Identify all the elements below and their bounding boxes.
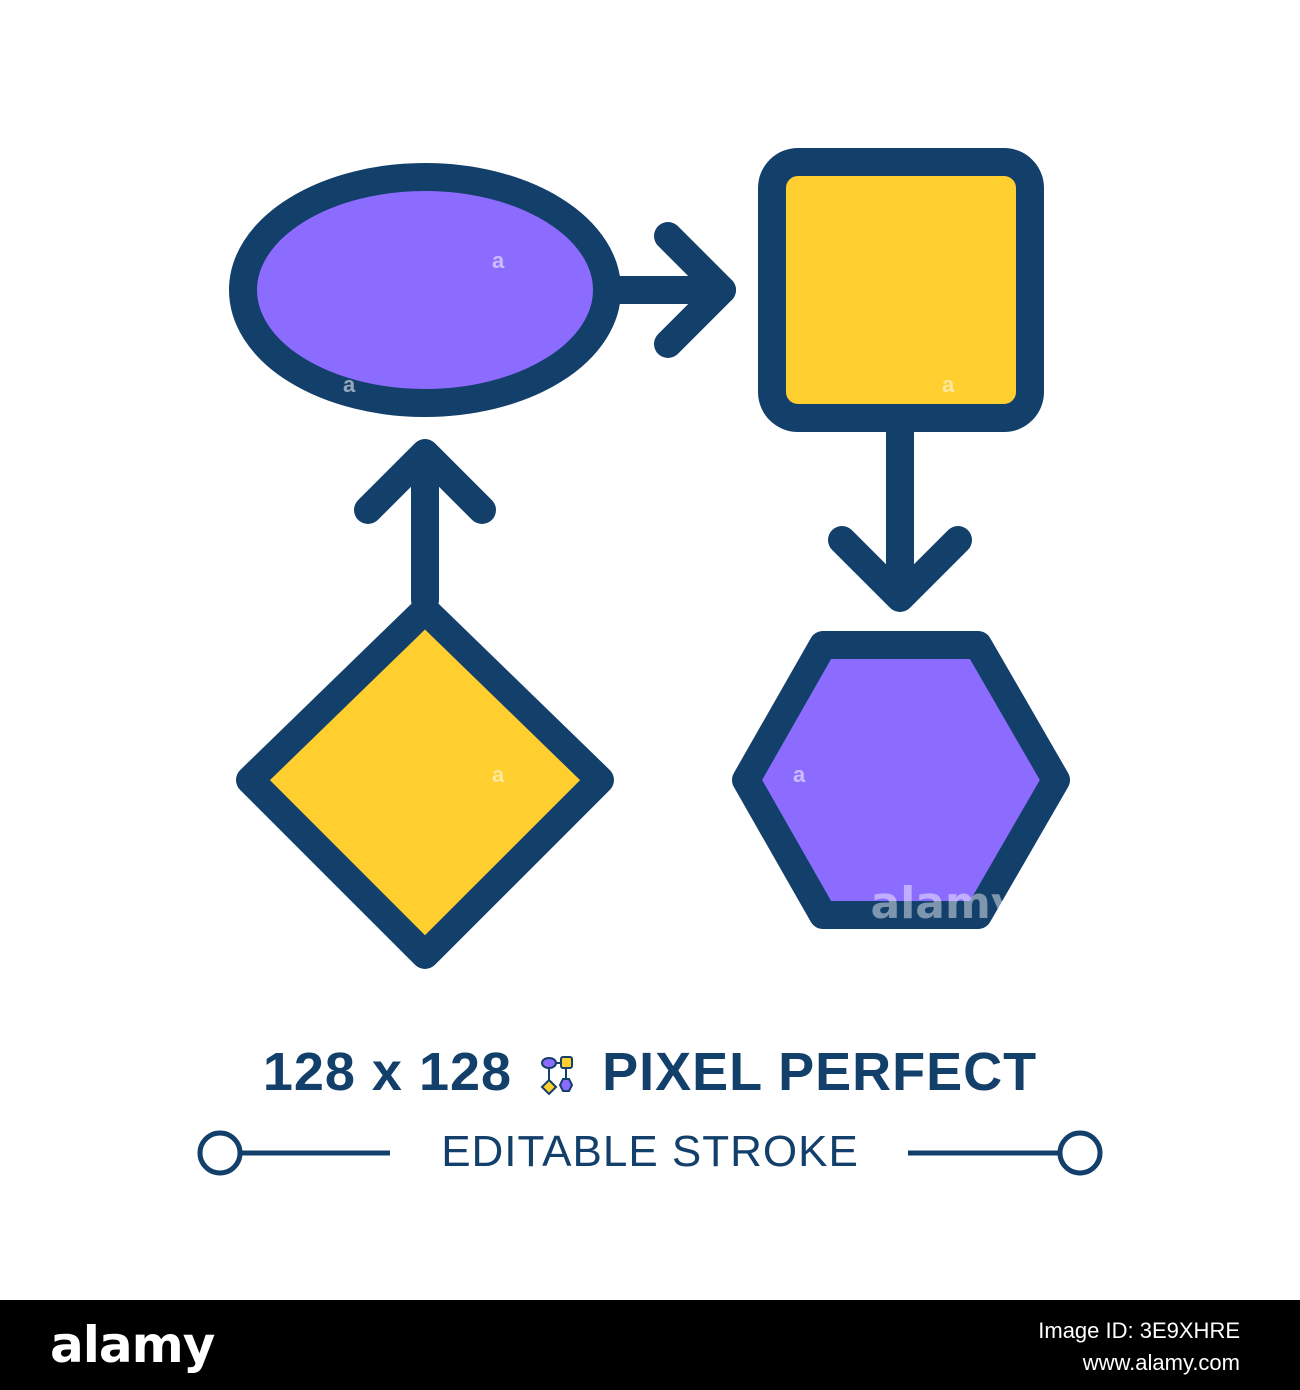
- arrow-up: [354, 439, 496, 614]
- editable-stroke-label: EDITABLE STROKE: [441, 1127, 859, 1176]
- brand-logo: alamy: [50, 1316, 215, 1374]
- svg-text:a: a: [492, 762, 505, 787]
- flowchart-diagram: a a a a a alamy: [229, 148, 1070, 969]
- stroke-line-right: [908, 1130, 1103, 1176]
- svg-text:a: a: [343, 372, 356, 397]
- editable-stroke-row: EDITABLE STROKE: [0, 1120, 1300, 1184]
- watermark-marks: a a a a a: [343, 248, 955, 787]
- flowchart-mini-icon: [540, 1055, 574, 1096]
- hexagon-shape: [732, 631, 1070, 929]
- arrow-right: [596, 222, 736, 358]
- svg-text:a: a: [942, 372, 955, 397]
- watermark-logo: alamy: [871, 878, 1020, 929]
- caption-title: 128 x 128 PIXEL PERFECT: [0, 1040, 1300, 1104]
- pixel-perfect-text: PIXEL PERFECT: [602, 1042, 1038, 1102]
- ellipse-shape: [229, 163, 621, 417]
- site-url: www.alamy.com: [1082, 1350, 1240, 1375]
- stroke-line-left: [197, 1130, 390, 1176]
- rounded-square-shape: [758, 148, 1044, 432]
- svg-text:a: a: [793, 762, 806, 787]
- diamond-shape: [236, 596, 614, 969]
- footer-bar: alamy Image ID: 3E9XHRE www.alamy.com: [0, 1300, 1300, 1390]
- arrow-down: [828, 411, 972, 612]
- svg-text:a: a: [492, 248, 505, 273]
- size-text: 128 x 128: [262, 1042, 513, 1102]
- image-id-text: Image ID: 3E9XHRE: [1038, 1318, 1240, 1343]
